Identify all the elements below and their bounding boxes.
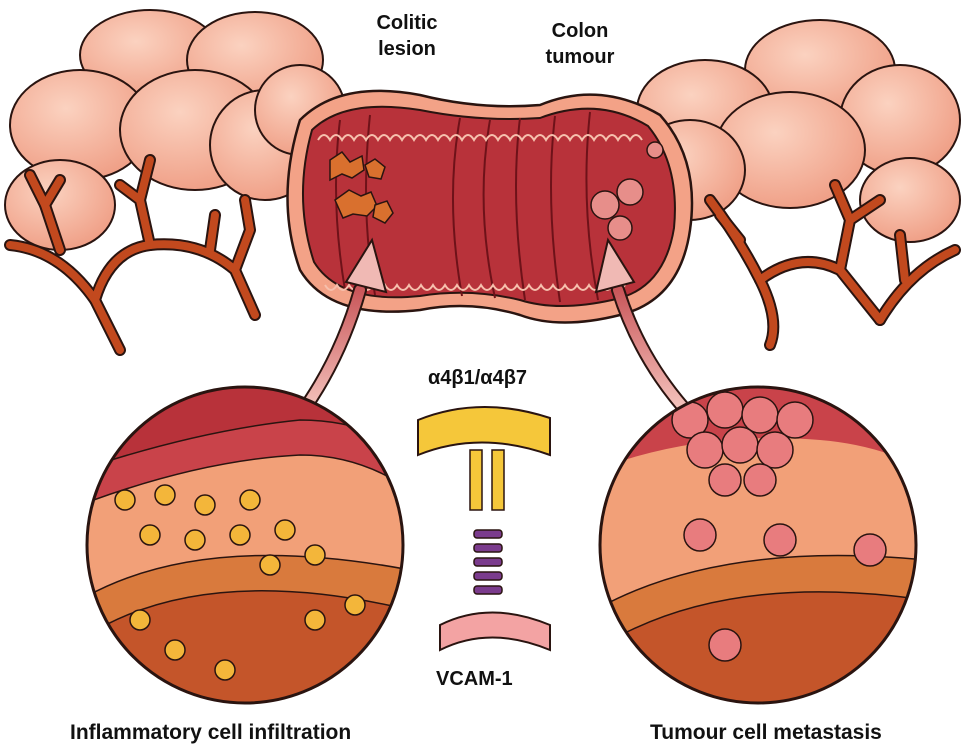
label-inflammatory-infiltration: Inflammatory cell infiltration [70, 721, 352, 744]
colon-section [286, 89, 694, 324]
tumour-nodules [590, 141, 664, 241]
label-colitic-line2: lesion [378, 38, 436, 60]
label-colon-tumour: Colon tumour [530, 18, 630, 70]
label-vcam-1: VCAM-1 [436, 668, 513, 690]
blood-vessels-left [4, 154, 261, 356]
blood-vessels-right [704, 179, 961, 351]
arrow-right [594, 237, 697, 422]
label-colitic-lesion: Colitic lesion [362, 10, 452, 62]
label-integrin: α4β1/α4β7 [428, 367, 528, 389]
label-colon-line1: Colon [551, 20, 609, 42]
inset-metastasis [598, 385, 918, 705]
inset-inflammatory [85, 385, 405, 705]
colitic-lesion-patches [329, 150, 394, 224]
label-colon-line2: tumour [545, 46, 615, 68]
integrin-vcam-interaction [417, 406, 551, 652]
label-colitic-line1: Colitic [376, 12, 438, 34]
label-tumour-metastasis: Tumour cell metastasis [650, 721, 882, 744]
